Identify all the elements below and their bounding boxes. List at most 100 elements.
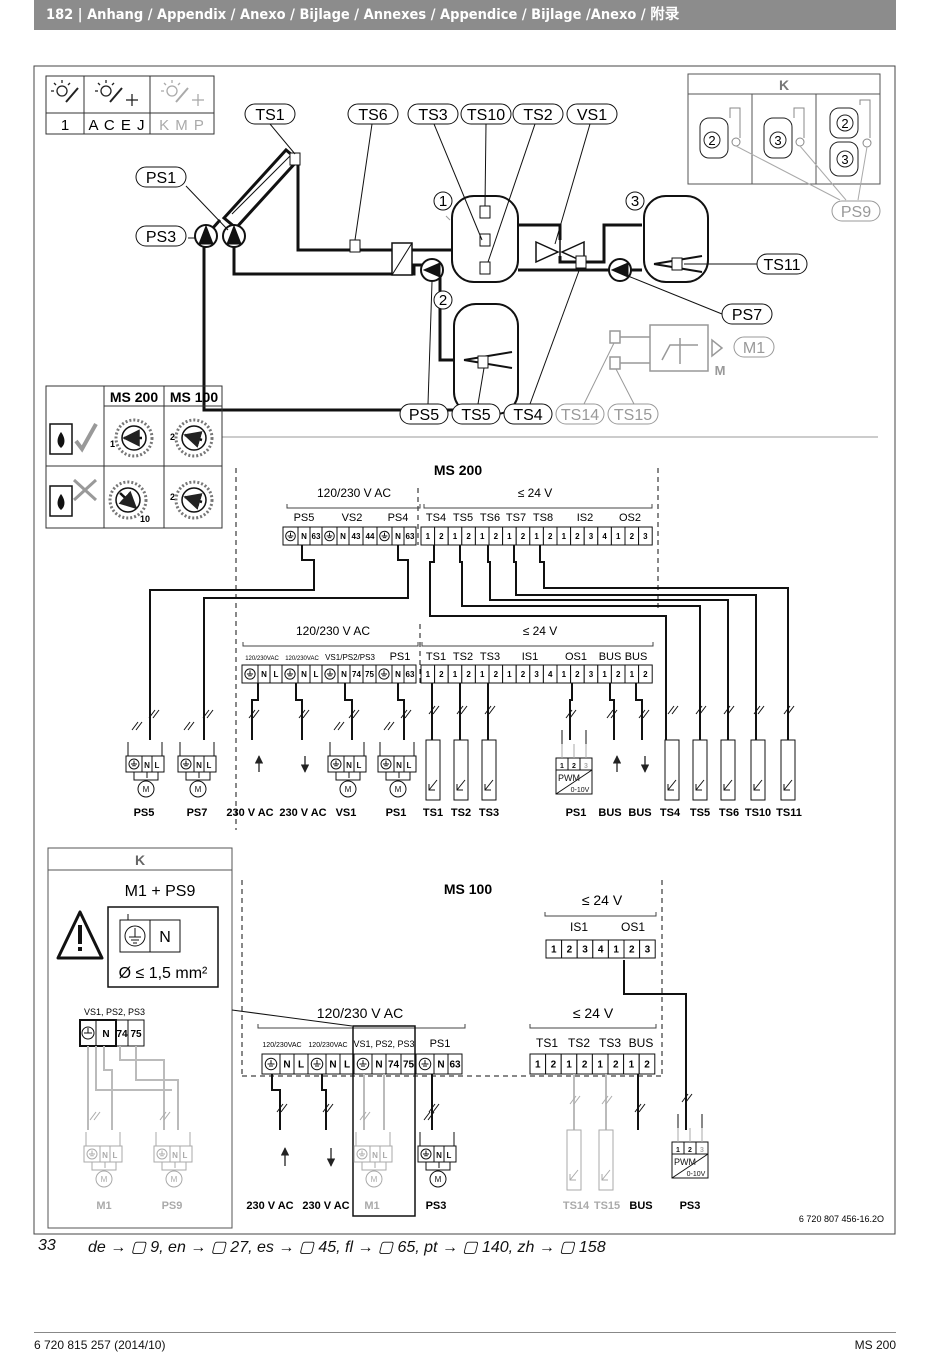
ms100-top-terminal: 1 [551,945,557,956]
temperature-sensor [750,705,766,801]
temperature-sensor [664,705,680,801]
ms200-upper-hv: 120/230 V AC [317,486,391,500]
ms200-upper-terminal: 1 [507,532,512,541]
dev-ts3: TS3 [479,807,499,819]
ground-terminal-icon [379,530,390,542]
ms200-upper-terminal: N [340,532,346,541]
ms200-lower-terminal: 75 [365,670,374,679]
temperature-sensor [453,705,469,801]
hydraulic-diagram [185,123,760,415]
sensor-ts11 [671,257,683,271]
ground-terminal-icon [86,1148,98,1160]
pwm-pin: 3 [700,1147,704,1154]
ms100-dev-230vac-2: 230 V AC [302,1200,349,1212]
ground-icon [124,925,146,947]
ms200-title: MS 200 [434,462,482,478]
ms200-upper-label: PS5 [294,512,315,524]
terminal-l: L [207,761,212,770]
ms100-top-group: ≤ 24 V [582,892,623,908]
callout-ts3: TS3 [418,107,447,124]
switch-pos-2a: 2 [170,432,175,442]
rotary-switch-ms100-a: 2 [170,418,214,458]
dev-ps1: PS1 [386,807,407,819]
dev-ts2: TS2 [451,807,471,819]
temperature-sensor [425,705,441,801]
ms200-upper-terminal: 63 [406,532,415,541]
ground-terminal-icon [418,1057,432,1071]
terminal-n: N [196,761,202,770]
sensor-ts1 [289,152,301,166]
ms200-upper-terminal: 1 [616,532,621,541]
ms200-lower-label: TS2 [453,651,473,663]
ground-terminal-icon [356,1057,370,1071]
terminal-n: N [436,1151,442,1160]
ms100-hv-terminal: L [344,1060,350,1071]
callout-ps5: PS5 [409,407,439,424]
terminal-l: L [447,1151,452,1160]
ground-terminal-icon [356,1148,368,1160]
ms200-upper-terminal: 44 [366,532,375,541]
ms100-hv-label: VS1, PS2, PS3 [353,1039,414,1049]
ms200-upper-cell [638,526,653,546]
ms200-upper-terminal: N [301,532,307,541]
ms200-lower-terminal: 1 [562,670,567,679]
ground-terminal-icon [420,1148,432,1160]
ms100-top-cell [639,939,656,959]
dev-ps7: PS7 [187,807,208,819]
ms200-lower-label: 120/230VAC [245,656,279,662]
ms200-lower-lv: ≤ 24 V [523,624,558,638]
ms100-top-terminal: 2 [567,945,573,956]
ms100-top-label: OS1 [621,920,645,934]
ms200-lower-label: VS1/PS2/PS3 [325,653,375,662]
ms200-upper-label: IS2 [577,512,594,524]
ms200-lower-terminal: N [301,670,307,679]
ms200-upper-terminal: 2 [466,532,471,541]
footer-rule [34,1332,896,1333]
page-header: 182 | Anhang / Appendix / Anexo / Bijlag… [34,0,896,30]
ms200-lower-label: IS1 [522,651,539,663]
language-references: de → ▢ 9, en → ▢ 27, es → ▢ 45, fl → ▢ 6… [88,1239,606,1256]
pwm-range: 0-10V [687,1171,706,1178]
ms200-upper-terminal: 3 [589,532,594,541]
ms200-upper-label: TS7 [506,512,526,524]
terminal-n: N [396,761,402,770]
pwm-pin: 1 [560,763,564,770]
ms200-upper-terminal: 1 [534,532,539,541]
ms200-upper-terminal: 2 [521,532,526,541]
terminal-l: L [357,761,362,770]
ground-terminal-icon [180,758,192,770]
ms100-top-terminal: 2 [629,945,635,956]
ms100-lv-label: TS1 [536,1036,558,1050]
motor-symbol: M [101,1175,108,1184]
callout-ts1: TS1 [255,107,284,124]
ms100-lv-terminal: 1 [535,1060,541,1071]
callouts [135,103,808,425]
ground-terminal-icon [284,668,296,680]
dev-ps1-pwm: PS1 [566,807,587,819]
ms200-lower-terminal: 1 [453,670,458,679]
ms200-upper-lv: ≤ 24 V [518,486,553,500]
ms100-dev-ps3-pwm: PS3 [680,1200,701,1212]
terminal-n: N [172,1151,178,1160]
rotary-switch-ms200-a: 1 [110,418,154,458]
sensor-ts6 [349,239,361,253]
ms100-lv-terminal: 1 [597,1060,603,1071]
temperature-sensor [566,1095,582,1191]
dev-ts5: TS5 [690,807,710,819]
k2-cable-spec: Ø ≤ 1,5 mm² [119,965,208,982]
ms100-lv-terminal: 2 [613,1060,619,1071]
sensor-ts2 [479,261,491,275]
dev-bus-2: BUS [628,807,651,819]
terminal-n: N [346,761,352,770]
ms200-upper-terminal: 1 [562,532,567,541]
callout-ts10: TS10 [467,107,505,124]
callout-ts2: TS2 [523,107,552,124]
